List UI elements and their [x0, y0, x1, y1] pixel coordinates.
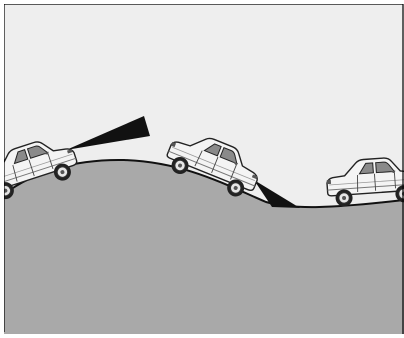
- headlight-aim-illustration: [4, 4, 404, 334]
